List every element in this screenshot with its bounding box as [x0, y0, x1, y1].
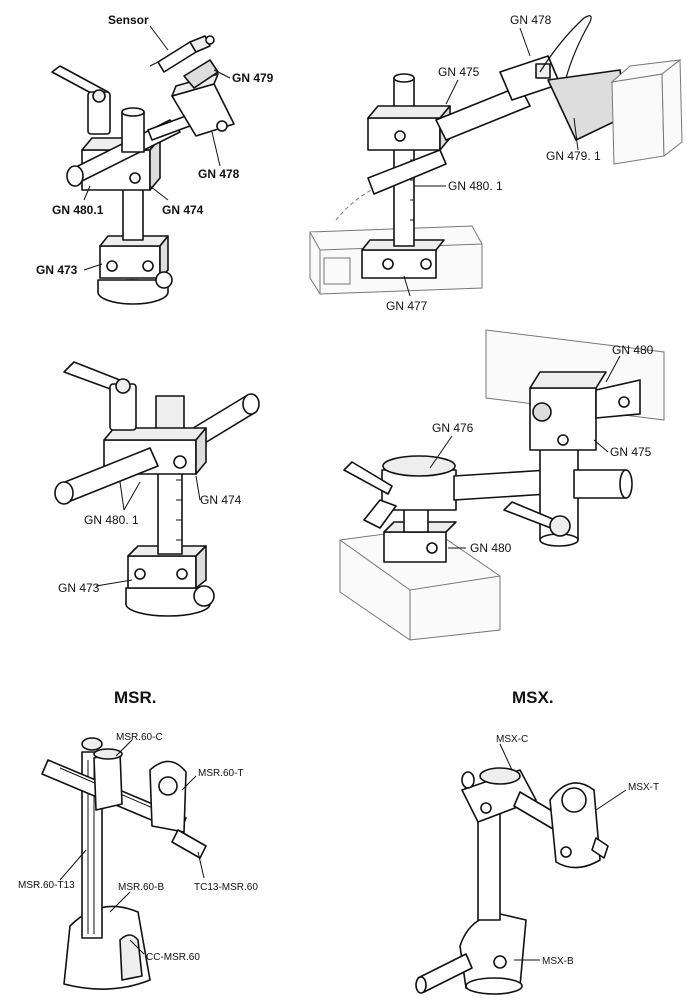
sensor-block [611, 73, 665, 165]
label-gn480-1: GN 480. 1 [448, 179, 503, 193]
diagram-4-dual-clamp: GN 480 GN 476 GN 475 GN 480 [339, 329, 665, 641]
label-msr60-c: MSR.60-C [116, 732, 163, 743]
label-gn477: GN 477 [386, 299, 428, 313]
label-gn475: GN 475 [438, 65, 480, 79]
clamp-gn476 [381, 455, 457, 511]
base-clamp-gn473 [125, 545, 215, 617]
label-gn479: GN 479 [232, 71, 274, 85]
label-msx-t: MSX-T [628, 782, 659, 793]
label-gn473: GN 473 [36, 263, 78, 277]
label-gn480-1: GN 480. 1 [84, 513, 139, 527]
label-gn478: GN 478 [510, 13, 552, 27]
label-tc13-msr60: TC13-MSR.60 [194, 882, 258, 893]
holder-msr60-t [149, 760, 187, 833]
label-gn480-top: GN 480 [612, 343, 654, 357]
label-gn473: GN 473 [58, 581, 100, 595]
label-gn480-1: GN 480.1 [52, 203, 104, 217]
msr-heading: MSR. [114, 688, 157, 707]
label-msr60-t13: MSR.60-T13 [18, 880, 75, 891]
sensor [149, 35, 215, 73]
label-gn474: GN 474 [162, 203, 204, 217]
label-msr60-t: MSR.60-T [198, 768, 244, 779]
clamp-gn475 [367, 105, 451, 151]
label-cc-msr60: CC-MSR.60 [146, 952, 200, 963]
clamp-msr60-c [93, 751, 123, 811]
clamp-lever [51, 65, 111, 135]
diagram-3-cross-clamp: GN 480. 1 GN 474 GN 473 [54, 361, 260, 617]
msx-heading: MSX. [512, 688, 554, 707]
label-gn475: GN 475 [610, 445, 652, 459]
label-sensor: Sensor [108, 13, 149, 27]
msr-assembly: MSR. MSR.60-C MSR.60-T MS [18, 688, 258, 990]
label-gn479-1: GN 479. 1 [546, 149, 601, 163]
diagram-2-profile-mount: GN 478 GN 475 GN 479. 1 GN 480. 1 GN 477 [309, 13, 683, 313]
label-gn474: GN 474 [200, 493, 242, 507]
label-gn480-bottom: GN 480 [470, 541, 512, 555]
clamp-gn478 [499, 55, 561, 101]
msx-assembly: MSX. MSX-C MSX [415, 688, 659, 995]
label-gn476: GN 476 [432, 421, 474, 435]
rod-tc13 [171, 829, 207, 859]
clamp-lever [63, 361, 137, 431]
label-msx-c: MSX-C [496, 734, 528, 745]
clamp-gn475 [529, 371, 607, 451]
holder-msx-t [549, 782, 601, 869]
base-msx-b [459, 913, 527, 995]
aluminium-profile [339, 527, 501, 641]
label-msr60-b: MSR.60-B [118, 882, 164, 893]
diagram-1-sensor-holder: Sensor GN 479 GN 478 GN 480.1 GN 474 GN … [36, 13, 274, 305]
top-gn480 [595, 379, 641, 419]
label-gn478: GN 478 [198, 167, 240, 181]
angled-arm [435, 85, 531, 141]
clamp-msx-c [461, 767, 537, 823]
base-clamp-gn473 [97, 235, 173, 305]
label-msx-b: MSX-B [542, 956, 574, 967]
